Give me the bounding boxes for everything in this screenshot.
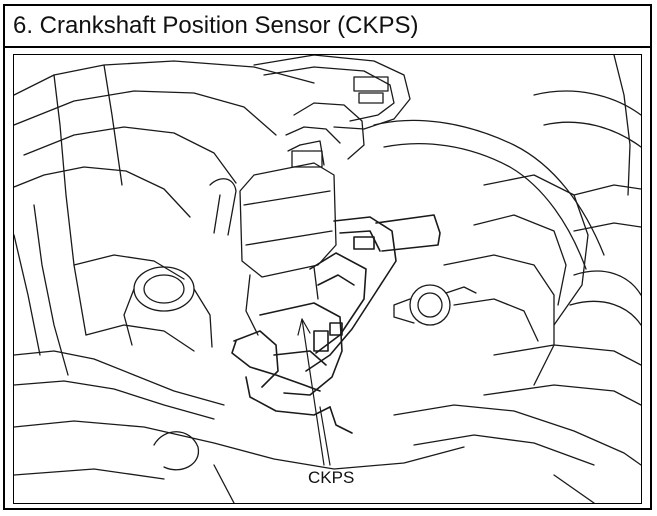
engine-block-outline [14,60,315,420]
upper-bracket [253,55,411,160]
actuator-cylinder [239,140,337,336]
title-bar: 6. Crankshaft Position Sensor (CKPS) [5,6,650,48]
engine-line-drawing: CKPS [14,55,641,503]
bolt-head [393,284,477,326]
coolant-hose [373,55,641,270]
diagram-frame: 6. Crankshaft Position Sensor (CKPS) [3,4,652,510]
left-fitting [123,178,237,348]
page-title: 6. Crankshaft Position Sensor (CKPS) [13,12,419,39]
ckps-callout-label: CKPS [308,468,354,487]
engine-illustration: CKPS [13,54,642,504]
lower-block-outline [14,404,641,503]
ckps-sensor [231,214,441,434]
ckps-callout-leader [297,318,331,466]
right-housing [443,174,641,406]
